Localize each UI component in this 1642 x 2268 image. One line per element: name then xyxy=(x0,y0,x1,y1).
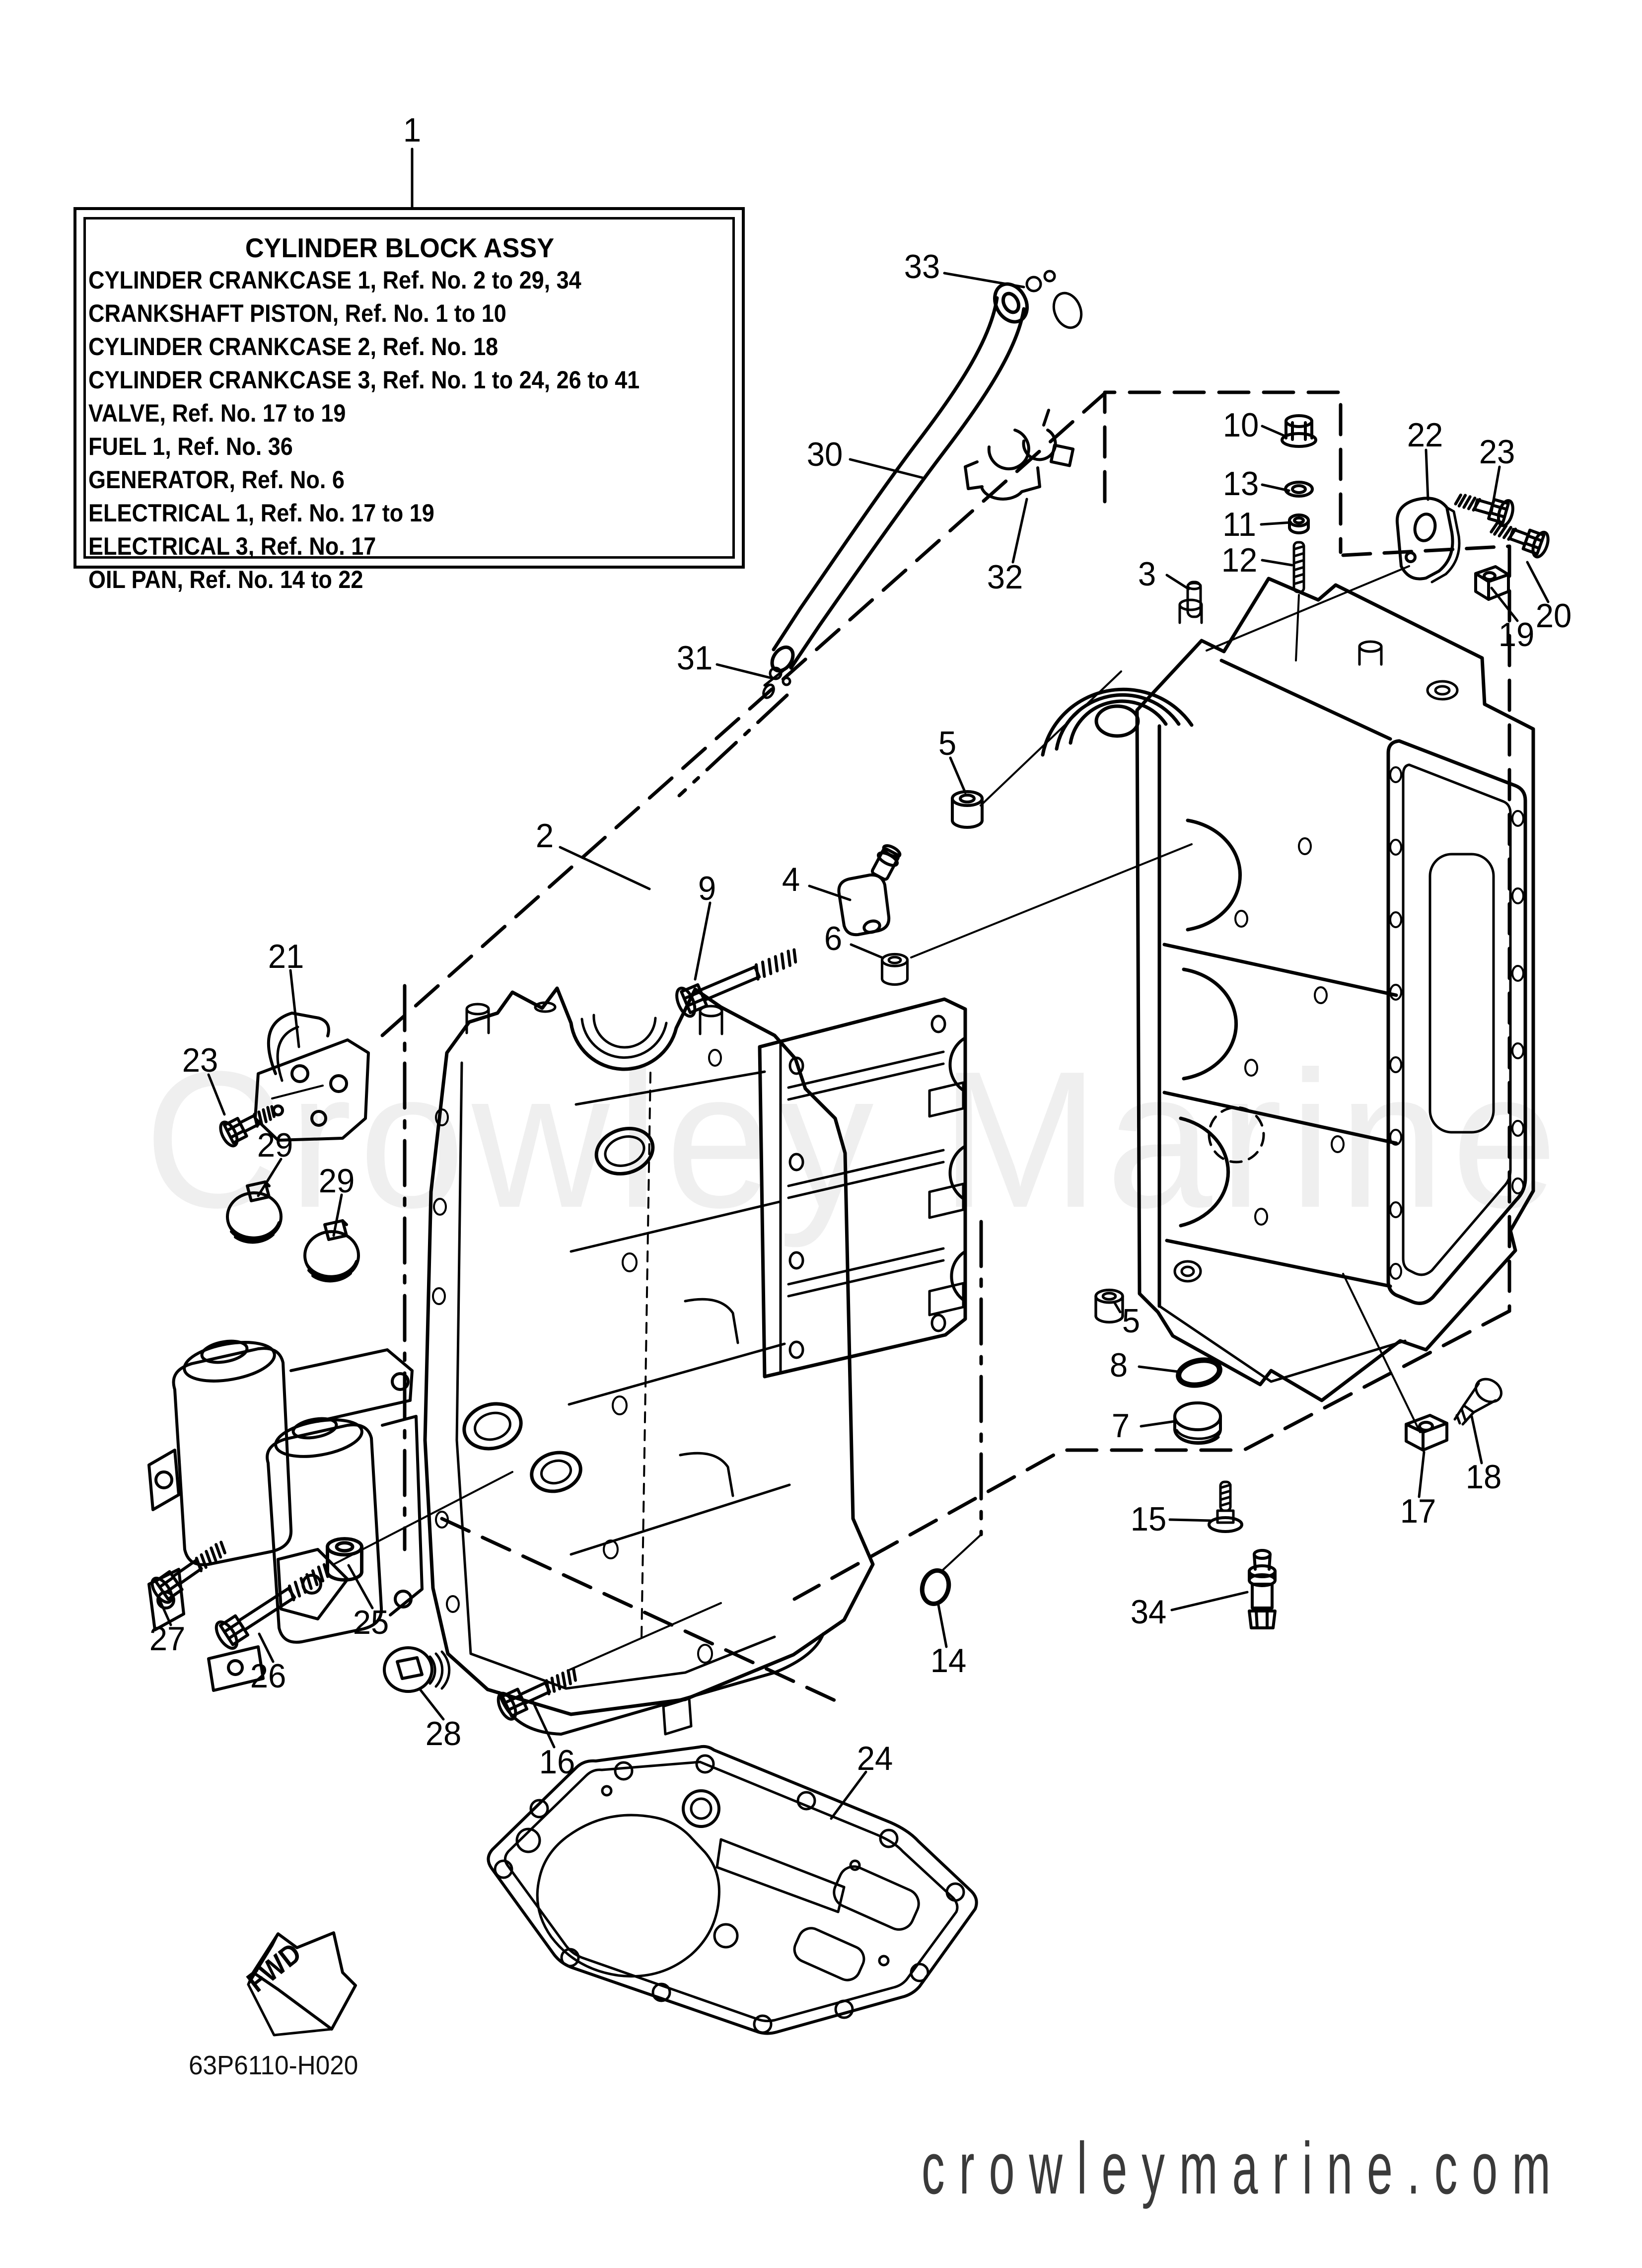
parts-list-line: CYLINDER CRANKCASE 2, Ref. No. 18 xyxy=(88,333,499,361)
callout-20: 20 xyxy=(1535,597,1572,635)
callout-18: 18 xyxy=(1465,1458,1502,1496)
cylinder-body xyxy=(423,986,875,1736)
watermark-text: Crowley Marine xyxy=(144,1031,1565,1248)
callout-32: 32 xyxy=(987,558,1023,596)
callout-6: 6 xyxy=(824,920,843,957)
boundary-dashed-lines xyxy=(380,390,1511,1708)
parts-list-line: GENERATOR, Ref. No. 6 xyxy=(88,466,345,494)
callout-25: 25 xyxy=(353,1604,389,1641)
callout-29: 29 xyxy=(257,1126,293,1164)
callout-13: 13 xyxy=(1222,465,1259,503)
drawing-number: 63P6110-H020 xyxy=(189,2050,358,2080)
callout-2: 2 xyxy=(535,817,554,855)
callout-8: 8 xyxy=(1109,1346,1128,1384)
screw-18 xyxy=(1453,1378,1502,1426)
bolt-10 xyxy=(1281,414,1317,448)
nut-11 xyxy=(1288,513,1310,534)
callout-16: 16 xyxy=(539,1743,575,1781)
crankcase-block xyxy=(1041,577,1535,1402)
callout-11: 11 xyxy=(1222,506,1256,543)
parts-list-line: OIL PAN, Ref. No. 14 to 22 xyxy=(88,566,363,593)
finned-plate xyxy=(758,997,967,1379)
callout-29: 29 xyxy=(318,1162,355,1200)
parts-list-line: FUEL 1, Ref. No. 36 xyxy=(88,433,293,460)
callout-1: 1 xyxy=(403,111,422,149)
washer-13 xyxy=(1284,481,1314,498)
parts-list-line: CRANKSHAFT PISTON, Ref. No. 1 to 10 xyxy=(88,299,506,327)
callout-10: 10 xyxy=(1222,406,1259,444)
bolt-15 xyxy=(1208,1480,1243,1533)
callout-9: 9 xyxy=(698,870,716,907)
o-ring-8 xyxy=(1176,1357,1222,1388)
parts-list-line: VALVE, Ref. No. 17 to 19 xyxy=(88,399,346,427)
callout-15: 15 xyxy=(1130,1500,1167,1538)
callout-27: 27 xyxy=(149,1620,186,1658)
callout-31: 31 xyxy=(676,639,713,677)
fitting-4 xyxy=(837,844,902,937)
callout-28: 28 xyxy=(425,1715,462,1753)
callout-5: 5 xyxy=(938,725,957,762)
parts-list-box: CYLINDER BLOCK ASSY CYLINDER CRANKCASE 1… xyxy=(73,207,745,593)
callout-19: 19 xyxy=(1498,616,1535,654)
callout-26: 26 xyxy=(250,1657,286,1695)
bushing-6 xyxy=(882,954,908,984)
square-nut-19 xyxy=(1474,565,1510,601)
bracket-21 xyxy=(254,1012,370,1142)
parts-list-line: ELECTRICAL 3, Ref. No. 17 xyxy=(88,532,376,560)
pipe-clip-33 xyxy=(1025,270,1083,329)
pipe-clamp-32 xyxy=(964,409,1075,501)
site-name: crowleymarine.com xyxy=(922,2127,1565,2209)
bracket-22 xyxy=(1395,497,1461,584)
stud-12 xyxy=(1292,541,1305,593)
callout-3: 3 xyxy=(1138,555,1156,593)
o-ring-14 xyxy=(920,1568,951,1606)
callout-12: 12 xyxy=(1221,541,1258,579)
bolt-9 xyxy=(673,942,802,1019)
pipe-clip-31 xyxy=(762,666,791,699)
callout-14: 14 xyxy=(930,1642,967,1680)
parts-list-line: CYLINDER CRANKCASE 1, Ref. No. 2 to 29, … xyxy=(88,266,581,294)
callout-4: 4 xyxy=(782,861,800,898)
parts-list-title: CYLINDER BLOCK ASSY xyxy=(245,232,555,263)
square-nut-17 xyxy=(1405,1414,1448,1452)
callout-23: 23 xyxy=(1479,433,1515,471)
bolt-23-right xyxy=(1453,487,1515,527)
bushing-5-upper xyxy=(952,792,982,827)
plug-cap-7 xyxy=(1173,1401,1222,1445)
callout-34: 34 xyxy=(1130,1593,1167,1631)
callout-7: 7 xyxy=(1111,1407,1130,1445)
bushing-5-lower xyxy=(1096,1290,1123,1322)
gasket-24 xyxy=(487,1745,978,2035)
callout-21: 21 xyxy=(268,938,304,975)
parts-list-inner-border xyxy=(83,217,735,559)
callout-33: 33 xyxy=(904,248,940,286)
oil-pipe xyxy=(770,282,1029,673)
parts-list-line: CYLINDER CRANKCASE 3, Ref. No. 1 to 24, … xyxy=(88,366,640,394)
callout-22: 22 xyxy=(1407,416,1443,454)
axis-lines xyxy=(271,565,1421,1671)
plug-28 xyxy=(383,1646,451,1693)
callout-17: 17 xyxy=(1400,1492,1436,1530)
callout-5: 5 xyxy=(1122,1302,1141,1340)
callout-30: 30 xyxy=(806,436,843,473)
callout-24: 24 xyxy=(857,1740,893,1777)
screw-plug-29b xyxy=(305,1221,358,1281)
screw-plug-29a xyxy=(227,1182,281,1242)
fitting-34 xyxy=(1248,1549,1277,1629)
fwd-arrow xyxy=(247,1931,357,2037)
callout-23: 23 xyxy=(182,1041,218,1079)
parts-list-line: ELECTRICAL 1, Ref. No. 17 to 19 xyxy=(88,499,434,527)
